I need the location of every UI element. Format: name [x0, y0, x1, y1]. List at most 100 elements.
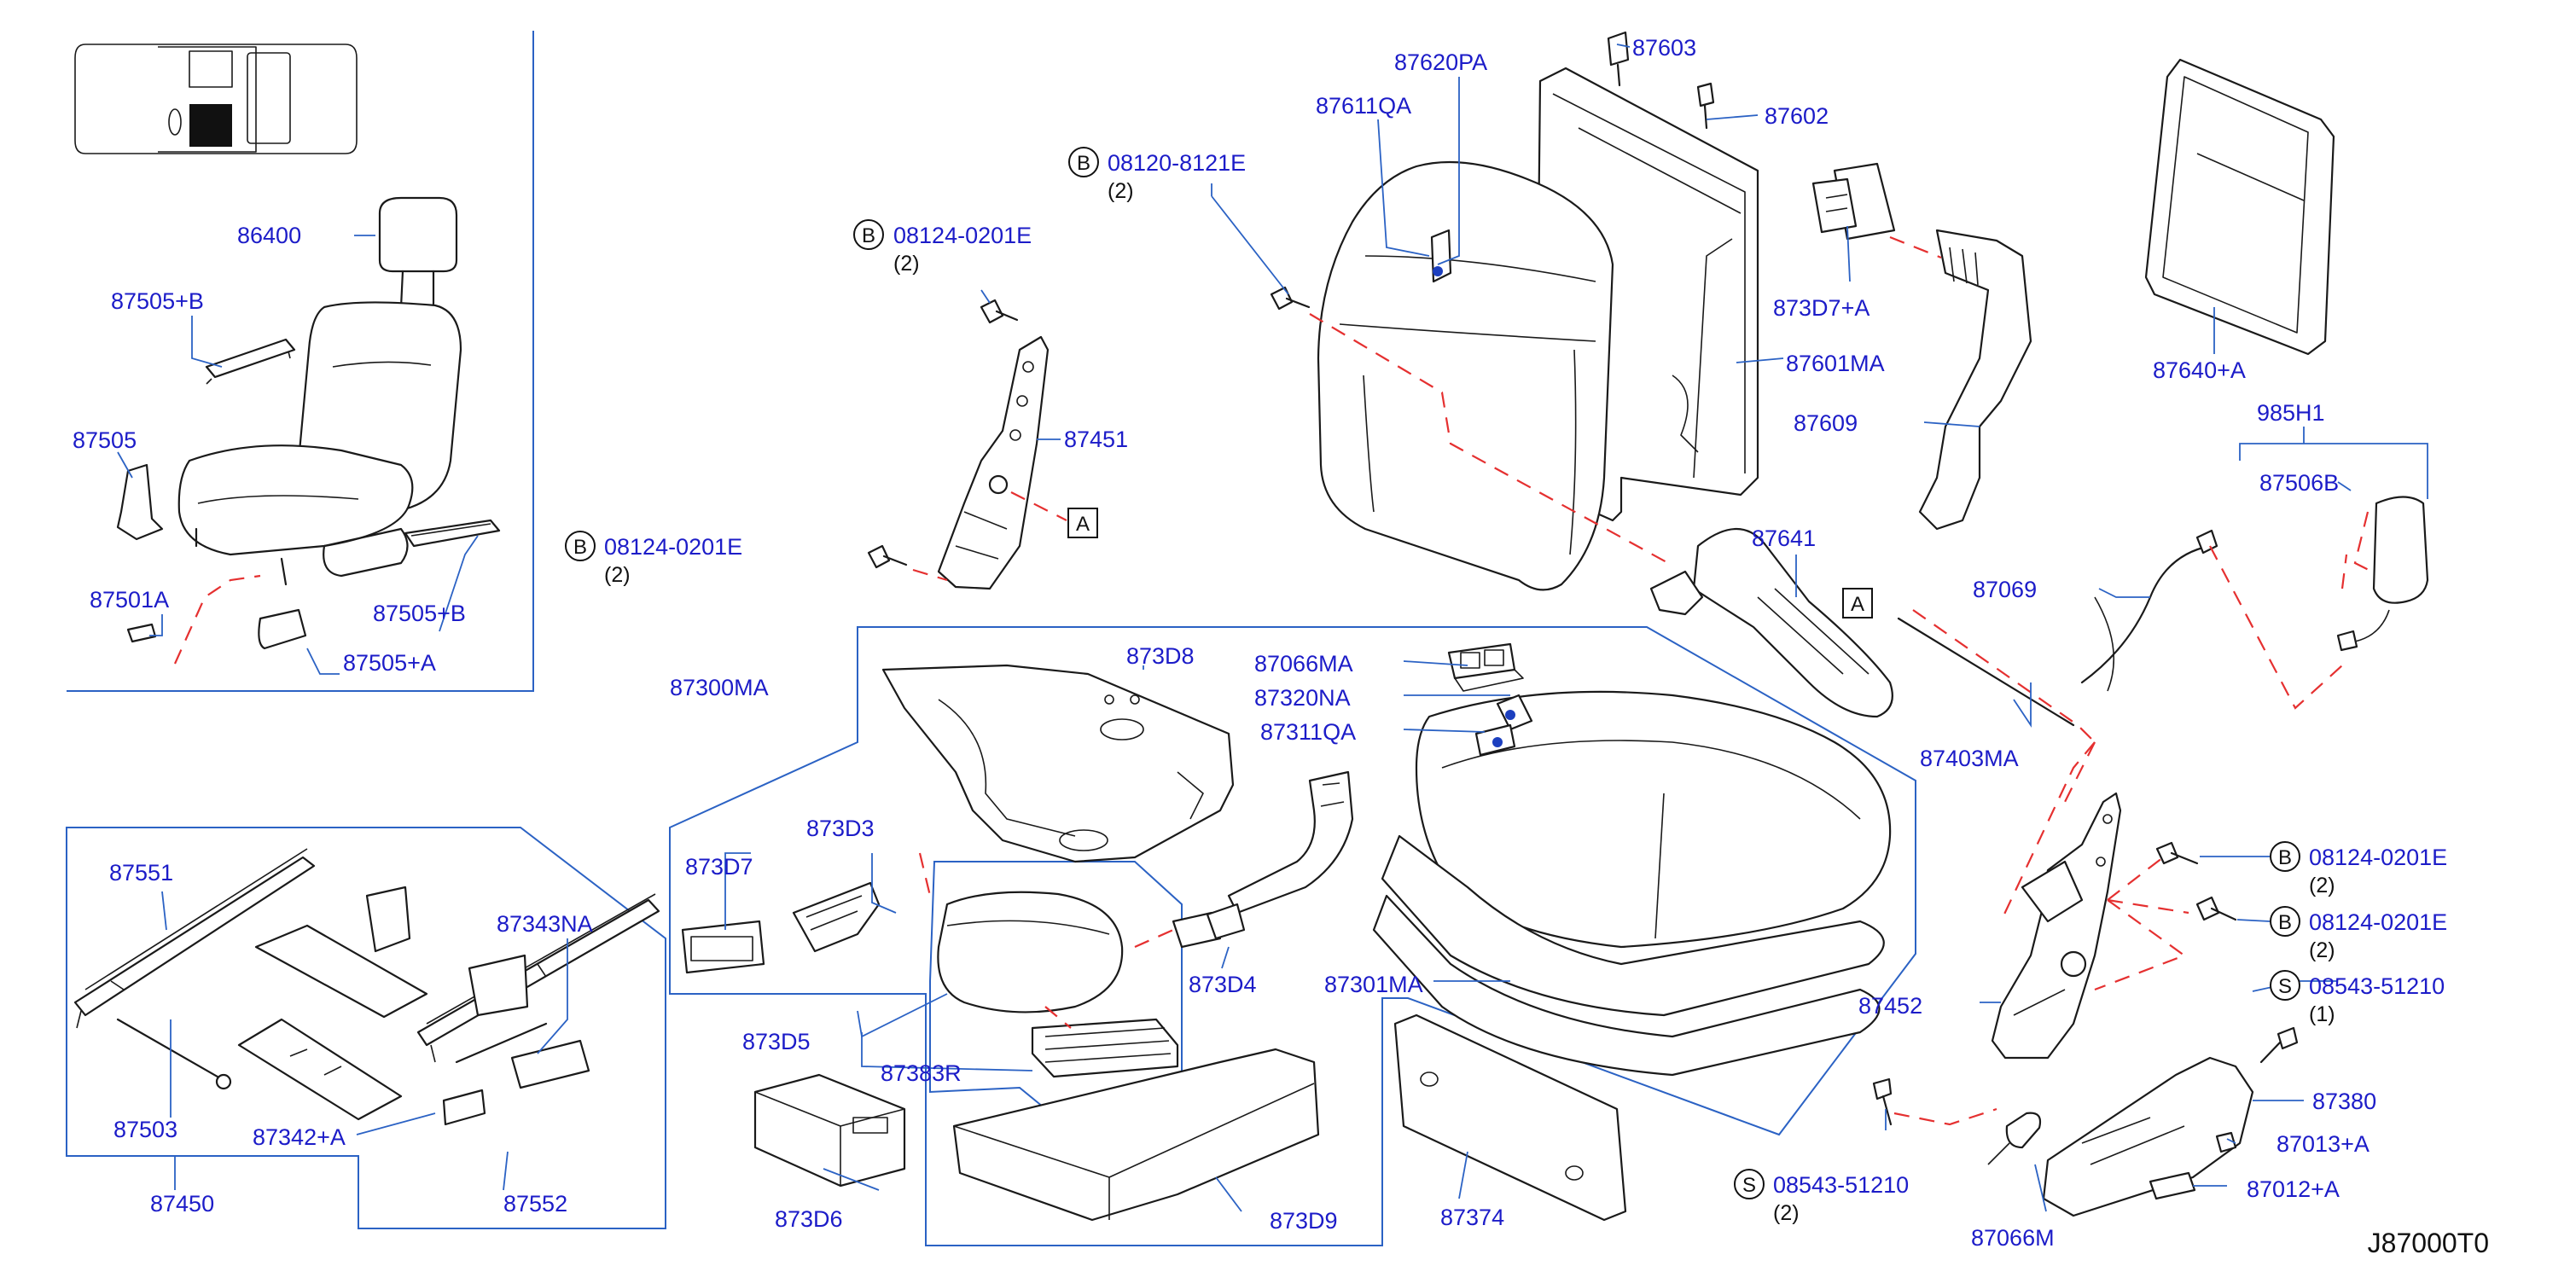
part-label: 87611QA: [1316, 93, 1411, 119]
part-label: 873D8: [1126, 643, 1195, 669]
svg-text:08120-8121E: 08120-8121E: [1108, 150, 1246, 176]
seat-trim-parts: [116, 338, 501, 650]
svg-text:08124-0201E: 08124-0201E: [604, 534, 742, 560]
seat-cushion: [1372, 690, 1892, 1077]
svg-text:08543-51210: 08543-51210: [2309, 973, 2445, 999]
part-label: 86400: [237, 223, 301, 248]
reference-box-a: A: [1842, 588, 1873, 618]
recliner-adjuster-right: [1991, 792, 2122, 1060]
slide-rail-group-border: [66, 827, 666, 1229]
vehicle-location-inset: [74, 44, 358, 154]
lower-duct: [952, 1048, 1320, 1222]
svg-text:(1): (1): [2309, 1002, 2335, 1026]
part-label: 87066M: [1971, 1225, 2055, 1251]
svg-text:(2): (2): [1108, 179, 1134, 203]
part-label: 87311QA: [1260, 719, 1356, 745]
svg-text:(2): (2): [2309, 938, 2335, 962]
part-label: 87374: [1440, 1205, 1504, 1230]
part-label: 87452: [1858, 993, 1922, 1019]
part-label: 87320NA: [1254, 685, 1351, 711]
fastener-callout: S 08543-51210 (2): [1734, 1169, 1909, 1225]
svg-text:08124-0201E: 08124-0201E: [2309, 909, 2447, 935]
fastener-callout: B 08124-0201E (2): [2200, 841, 2447, 897]
part-label: 87552: [503, 1191, 567, 1217]
part-label: 87503: [113, 1117, 177, 1142]
heater-harness: [1172, 770, 1354, 949]
part-label: 87380: [2312, 1089, 2376, 1114]
armrest: [1649, 528, 1893, 718]
headrest-guides: [1607, 31, 1715, 130]
part-label: 87343NA: [497, 911, 593, 937]
part-label: 87301MA: [1324, 972, 1423, 997]
part-label: 87403MA: [1920, 746, 2019, 771]
part-label: 87505: [73, 427, 137, 453]
part-label: 87013+A: [2277, 1131, 2370, 1157]
heater-ring: [937, 891, 1124, 1013]
control-modules: [681, 881, 881, 974]
svg-text:(2): (2): [1773, 1201, 1800, 1225]
part-label: 87069: [1973, 577, 2037, 602]
part-label: 87551: [109, 860, 173, 886]
armrest-rod: [1897, 617, 2075, 727]
part-label: 873D6: [775, 1206, 843, 1232]
part-label: 873D7: [685, 854, 753, 880]
part-label: 87601MA: [1786, 351, 1885, 376]
svg-text:A: A: [1851, 593, 1864, 616]
part-label: 87505+A: [343, 650, 436, 676]
part-label: 87383R: [881, 1060, 962, 1086]
part-label: 87506B: [2259, 470, 2339, 496]
svg-text:(2): (2): [2309, 874, 2335, 897]
svg-text:B: B: [862, 224, 875, 247]
part-label: 87451: [1064, 427, 1128, 452]
assembly-guide-lines: [173, 235, 2373, 1126]
part-label: 873D5: [742, 1029, 811, 1054]
recliner-adjuster-left: [937, 335, 1050, 590]
part-label: 873D7+A: [1773, 295, 1869, 321]
fastener-callout: B 08124-0201E (2): [2236, 906, 2447, 962]
back-panel-board: [2144, 58, 2335, 356]
part-label: 87603: [1632, 35, 1696, 61]
diagram-code: J87000T0: [2368, 1228, 2489, 1258]
svg-text:B: B: [2278, 846, 2292, 869]
fastener-callout: B 08124-0201E (2): [565, 531, 742, 587]
part-label: 87066MA: [1254, 651, 1353, 677]
svg-text:(2): (2): [893, 252, 920, 276]
part-labels: 86400 87505+B 87505 87501A 87505+B 87505…: [73, 35, 2376, 1251]
side-panel: [1393, 1013, 1627, 1222]
part-label: 87012+A: [2247, 1176, 2340, 1202]
part-label: 87609: [1794, 410, 1858, 436]
leader-lines: [117, 44, 2428, 1212]
cushion-pan-plate: [881, 664, 1235, 863]
seat-back-cushion: [1317, 160, 1614, 591]
bolt-icon: [1872, 841, 2299, 1126]
svg-text:S: S: [2278, 975, 2292, 998]
svg-text:A: A: [1076, 513, 1090, 536]
part-label: 87641: [1752, 526, 1816, 551]
part-label: 87501A: [90, 587, 169, 613]
part-label: 873D4: [1189, 972, 1257, 997]
svg-text:08543-51210: 08543-51210: [1773, 1172, 1909, 1198]
part-label: 873D3: [806, 816, 875, 841]
filter-element: [1031, 1018, 1179, 1078]
reference-box-a: A: [1067, 508, 1098, 538]
wire-harness: [2080, 544, 2212, 684]
part-label: 87620PA: [1394, 49, 1487, 75]
part-label: 87342+A: [253, 1124, 346, 1150]
svg-text:B: B: [573, 536, 587, 559]
side-airbag-module: [2336, 496, 2429, 652]
slide-rail-assembly: [73, 848, 660, 1126]
part-label: 87505+B: [373, 601, 466, 626]
svg-text:B: B: [2278, 911, 2292, 934]
part-label: 87505+B: [111, 288, 204, 314]
fastener-callout: B 08124-0201E (2): [853, 219, 1032, 304]
fastener-callout: B 08120-8121E (2): [1068, 147, 1289, 295]
part-label: 87602: [1765, 103, 1829, 129]
side-cover: [2042, 1056, 2254, 1217]
svg-text:(2): (2): [604, 563, 631, 587]
lever-handle: [1987, 1112, 2042, 1165]
svg-text:B: B: [1077, 152, 1090, 175]
svg-text:S: S: [1742, 1174, 1756, 1197]
part-label: 873D9: [1270, 1208, 1338, 1234]
svg-text:08124-0201E: 08124-0201E: [893, 223, 1032, 248]
